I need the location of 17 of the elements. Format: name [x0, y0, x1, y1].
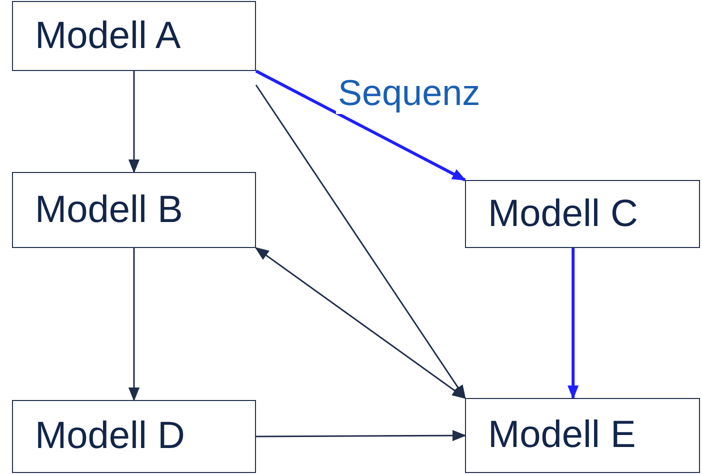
process-box — [465, 180, 700, 248]
process-box — [12, 1, 256, 71]
node-label: Modell B — [35, 188, 183, 232]
arrow — [255, 84, 466, 400]
arrow — [128, 248, 140, 402]
node-label: Modell A — [35, 14, 181, 58]
arrow — [256, 430, 466, 442]
arrow — [128, 71, 140, 174]
node-label: Modell E — [488, 414, 636, 457]
node-label: Modell C — [488, 192, 638, 236]
arrow — [568, 248, 579, 400]
process-box — [12, 172, 256, 248]
arrow — [254, 247, 466, 399]
process-box — [12, 400, 256, 473]
node-label: Modell D — [35, 415, 185, 458]
process-box — [465, 398, 700, 473]
arrow — [255, 70, 466, 182]
